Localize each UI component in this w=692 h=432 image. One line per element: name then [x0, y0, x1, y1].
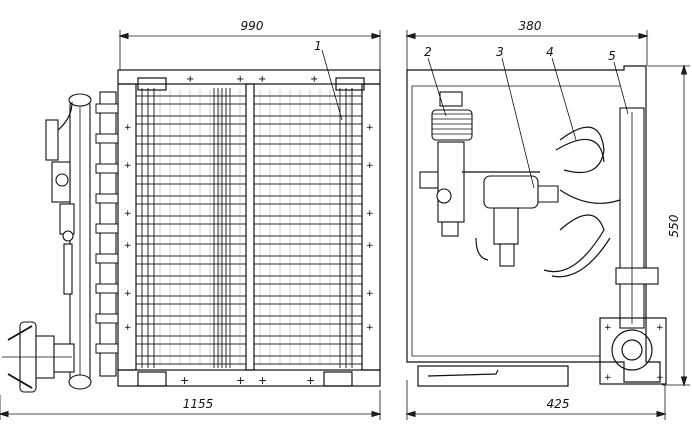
svg-text:+: +: [258, 74, 266, 85]
svg-text:+: +: [306, 374, 315, 387]
svg-text:+: +: [366, 209, 374, 219]
svg-text:+: +: [366, 289, 374, 299]
burner-valve: [419, 91, 540, 237]
callout-3: 3: [496, 45, 504, 59]
dimension-label-front-width: 990: [241, 19, 264, 33]
flange-fitting: + + + +: [599, 317, 667, 385]
svg-text:+: +: [236, 74, 244, 85]
dimension-side-width-top: 380: [405, 19, 649, 70]
dimension-label-side-height: 550: [667, 214, 681, 237]
svg-text:+: +: [258, 374, 267, 387]
svg-text:+: +: [604, 373, 612, 383]
svg-text:+: +: [124, 323, 132, 333]
heat-exchanger-coil: [135, 88, 363, 368]
callout-5: 5: [608, 49, 616, 63]
side-view: + + + + 2 3 4 5: [406, 45, 667, 387]
svg-text:+: +: [124, 209, 132, 219]
dimension-front-width: 990: [118, 19, 382, 70]
svg-text:+: +: [124, 161, 132, 171]
svg-text:+: +: [124, 289, 132, 299]
svg-text:+: +: [366, 323, 374, 333]
svg-text:+: +: [366, 241, 374, 251]
callout-2: 2: [424, 45, 432, 59]
svg-text:+: +: [236, 374, 245, 387]
header-pipe: [68, 91, 119, 390]
svg-text:+: +: [180, 374, 189, 387]
dimension-overall-width: 1155: [0, 390, 382, 420]
callout-4: 4: [546, 45, 554, 59]
svg-text:+: +: [656, 373, 664, 383]
pump-unit: [2, 321, 75, 393]
pilot-tubing: [543, 126, 621, 278]
svg-text:+: +: [366, 123, 374, 133]
svg-text:+: +: [656, 323, 664, 333]
control-valve-assembly: [45, 101, 75, 295]
dimension-side-height: 550: [648, 64, 690, 387]
front-view: + + + + + + + + + + + + + + + + + + + +: [2, 39, 381, 393]
svg-text:+: +: [124, 123, 132, 133]
svg-text:+: +: [604, 323, 612, 333]
dimension-label-side-width-bottom: 425: [547, 397, 570, 411]
svg-text:+: +: [186, 74, 194, 85]
svg-text:+: +: [366, 161, 374, 171]
dimension-label-overall-width: 1155: [183, 397, 214, 411]
dimension-label-side-width-top: 380: [519, 19, 542, 33]
flue-pipe: [615, 107, 659, 329]
dimension-side-width-bottom: 425: [405, 380, 667, 420]
callout-1: 1: [314, 39, 322, 53]
svg-text:+: +: [310, 74, 318, 85]
gas-valve: [475, 175, 559, 267]
svg-text:+: +: [124, 241, 132, 251]
